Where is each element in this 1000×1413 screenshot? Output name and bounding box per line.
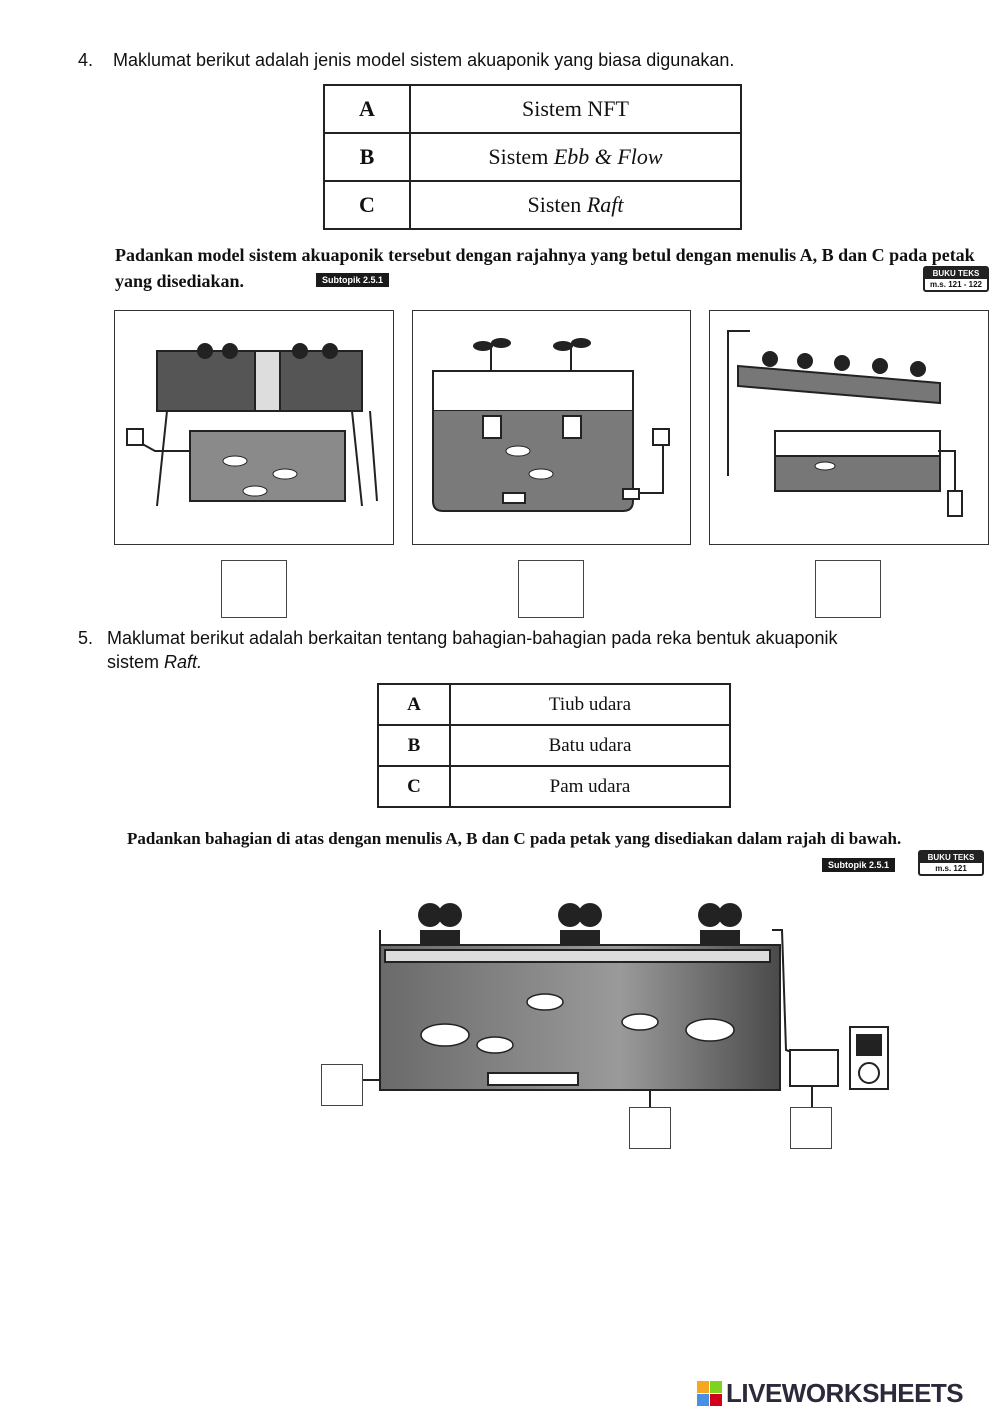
q5-number: 5. [78, 628, 94, 648]
q5-options-table: A Tiub udara B Batu udara C Pam udara [377, 683, 731, 808]
liveworksheets-logo: LIVEWORKSHEETS [697, 1378, 964, 1409]
q4-number: 4. [78, 50, 94, 70]
q4-answer-box-2[interactable] [518, 560, 584, 618]
option-label-text: Sistem [488, 144, 554, 169]
diagram-panel-1 [114, 310, 394, 545]
option-letter: A [323, 84, 411, 134]
raft-system-diagram [360, 903, 889, 1108]
table-row: C Pam udara [377, 765, 731, 808]
option-label: Batu udara [449, 724, 731, 767]
diagram-panel-2 [412, 310, 691, 545]
option-letter: B [377, 724, 451, 767]
subtopic-label: Subtopik 2.5.1 [316, 273, 390, 287]
option-label: Tiub udara [449, 683, 731, 726]
diagram-panel-3 [709, 310, 989, 545]
buku-pages: m.s. 121 [935, 864, 967, 873]
buku-pages: m.s. 121 - 122 [929, 280, 983, 289]
option-letter: C [323, 180, 411, 230]
q5-question-text: Maklumat berikut adalah berkaitan tentan… [107, 628, 838, 648]
table-row: A Tiub udara [377, 683, 731, 726]
option-label-text: Sisten [527, 192, 587, 217]
table-row: B Batu udara [377, 724, 731, 767]
table-row: B Sistem Ebb & Flow [323, 132, 742, 182]
q5-answer-box-3[interactable] [790, 1107, 832, 1149]
option-label-italic: Ebb & Flow [553, 144, 663, 169]
q5-answer-box-1[interactable] [321, 1064, 363, 1106]
q5-text-part: sistem [107, 652, 165, 672]
q4-instruction: Padankan model sistem akuaponik tersebut… [115, 245, 975, 291]
q5-subtopic-badge: Subtopik 2.5.1 [822, 855, 896, 873]
q5-buku-teks-badge: BUKU TEKS m.s. 121 [918, 850, 984, 876]
option-label: Sisten Raft [409, 180, 742, 230]
q5-answer-box-2[interactable] [629, 1107, 671, 1149]
q5-question-text-line2: sistem Raft. [107, 650, 202, 674]
brand-name: LIVEWORKSHEETS [726, 1378, 964, 1408]
buku-title: BUKU TEKS [925, 268, 987, 279]
option-label-text: Sistem NFT [522, 96, 629, 121]
option-label: Sistem NFT [409, 84, 742, 134]
aquaponic-system-illustration-2 [432, 338, 670, 512]
table-row: C Sisten Raft [323, 180, 742, 230]
buku-title: BUKU TEKS [920, 852, 982, 863]
q4-subtopic-badge: Subtopik 2.5.1 [316, 270, 390, 288]
option-label: Pam udara [449, 765, 731, 808]
option-label-italic: Raft [586, 192, 624, 217]
table-row: A Sistem NFT [323, 84, 742, 134]
option-letter: A [377, 683, 451, 726]
q5-instruction: Padankan bahagian di atas dengan menulis… [127, 829, 902, 848]
q4-buku-teks-badge: BUKU TEKS m.s. 121 - 122 [923, 266, 989, 292]
q4-question-text: Maklumat berikut adalah jenis model sist… [113, 50, 735, 70]
q5-text-italic: Raft. [164, 652, 203, 672]
q4-answer-box-1[interactable] [221, 560, 287, 618]
subtopic-label: Subtopik 2.5.1 [822, 858, 896, 872]
aquaponic-system-illustration-3 [727, 330, 963, 517]
option-letter: B [323, 132, 411, 182]
logo-grid-icon [697, 1381, 722, 1406]
option-label: Sistem Ebb & Flow [409, 132, 742, 182]
option-letter: C [377, 765, 451, 808]
q4-options-table: A Sistem NFT B Sistem Ebb & Flow C Siste… [323, 84, 742, 230]
aquaponic-system-illustration-1 [126, 343, 378, 507]
q4-answer-box-3[interactable] [815, 560, 881, 618]
